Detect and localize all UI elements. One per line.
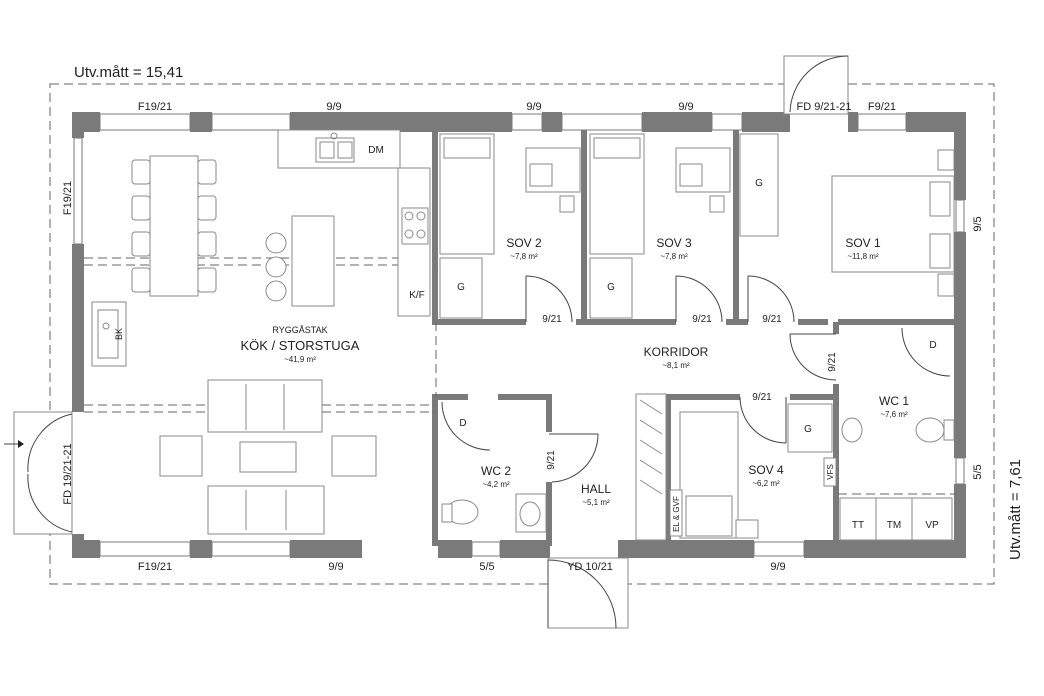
kitchen-area: ~41,9 m² <box>284 355 316 364</box>
washing-machine-label: TM <box>887 520 901 531</box>
top-door: FD 9/21-21 <box>796 101 851 113</box>
hall-area: ~5,1 m² <box>582 498 610 507</box>
room-labels: RYGGÅSTAK KÖK / STORSTUGA ~41,9 m² SOV 2… <box>241 236 910 507</box>
sov1-area: ~11,8 m² <box>847 252 879 261</box>
shower-wc2-label: D <box>459 418 466 429</box>
top-window-1: F19/21 <box>138 101 172 113</box>
korridor-name: KORRIDOR <box>644 345 709 359</box>
bedroom-furniture <box>439 133 955 541</box>
interior-walls <box>432 130 958 546</box>
left-window: F19/21 <box>62 181 74 215</box>
sov1-name: SOV 1 <box>845 236 881 250</box>
fridge-freezer-label: K/F <box>409 290 425 301</box>
door-sov1: 9/21 <box>762 314 782 325</box>
korridor-area: ~8,1 m² <box>662 361 690 370</box>
bottom-window-4: 9/9 <box>770 561 785 573</box>
tumble-dryer-label: TT <box>852 520 864 531</box>
wc2-area: ~4,2 m² <box>482 480 510 489</box>
water-heater-label: VFS <box>826 464 835 480</box>
entry-door: YD 10/21 <box>567 561 613 573</box>
kitchen-name: KÖK / STORSTUGA <box>241 338 360 353</box>
wardrobe-sov1-label: G <box>755 178 763 189</box>
hall-name: HALL <box>581 482 611 496</box>
kitchen-roof-note: RYGGÅSTAK <box>272 325 327 335</box>
top-window-4: 9/9 <box>678 101 693 113</box>
door-sov2: 9/21 <box>542 314 562 325</box>
kitchen-furniture <box>91 129 431 535</box>
sov3-area: ~7,8 m² <box>660 252 688 261</box>
wc2-name: WC 2 <box>481 464 511 478</box>
sink-label: BK <box>114 328 124 340</box>
sov4-area: ~6,2 m² <box>752 479 780 488</box>
sov2-area: ~7,8 m² <box>510 252 538 261</box>
wardrobe-wc1-label: G <box>804 424 812 435</box>
right-window-2: 5/5 <box>972 464 984 479</box>
door-wc1: 9/21 <box>827 352 838 372</box>
wardrobe-sov2-label: G <box>457 282 465 293</box>
top-window-5: F9/21 <box>868 101 896 113</box>
width-dimension-label: Utv.mått = 15,41 <box>74 64 183 81</box>
door-swings <box>4 55 951 629</box>
bathroom-furniture <box>441 403 956 541</box>
windows <box>73 113 965 557</box>
bottom-window-1: F19/21 <box>138 561 172 573</box>
door-sov4: 9/21 <box>752 392 772 403</box>
top-window-2: 9/9 <box>326 101 341 113</box>
bottom-window-2: 9/9 <box>328 561 343 573</box>
sov4-name: SOV 4 <box>748 463 784 477</box>
heat-pump-label: VP <box>925 520 939 531</box>
left-door: FD 19/21-21 <box>62 443 74 504</box>
top-window-3: 9/9 <box>526 101 541 113</box>
electrical-label: EL & GVF <box>672 496 681 532</box>
depth-dimension-label: Utv.mått = 7,61 <box>1007 459 1024 560</box>
wardrobe-sov3-label: G <box>607 282 615 293</box>
wc1-name: WC 1 <box>879 394 909 408</box>
dishwasher-label: DM <box>368 145 384 156</box>
door-sov3: 9/21 <box>692 314 712 325</box>
opening-labels: F19/21 9/9 9/9 9/9 FD 9/21-21 F9/21 F19/… <box>62 101 984 573</box>
shower-wc1-label: D <box>929 340 936 351</box>
outer-walls <box>72 112 966 558</box>
bottom-window-3: 5/5 <box>479 561 494 573</box>
door-hall: 9/21 <box>546 450 557 470</box>
fixture-labels: DM K/F BK G G G G D D VFS EL & GVF TT TM… <box>114 145 939 532</box>
dimension-outline <box>49 83 995 585</box>
right-window-1: 9/5 <box>972 216 984 231</box>
sov3-name: SOV 3 <box>656 236 692 250</box>
wc1-area: ~7,6 m² <box>880 410 908 419</box>
sov2-name: SOV 2 <box>506 236 542 250</box>
